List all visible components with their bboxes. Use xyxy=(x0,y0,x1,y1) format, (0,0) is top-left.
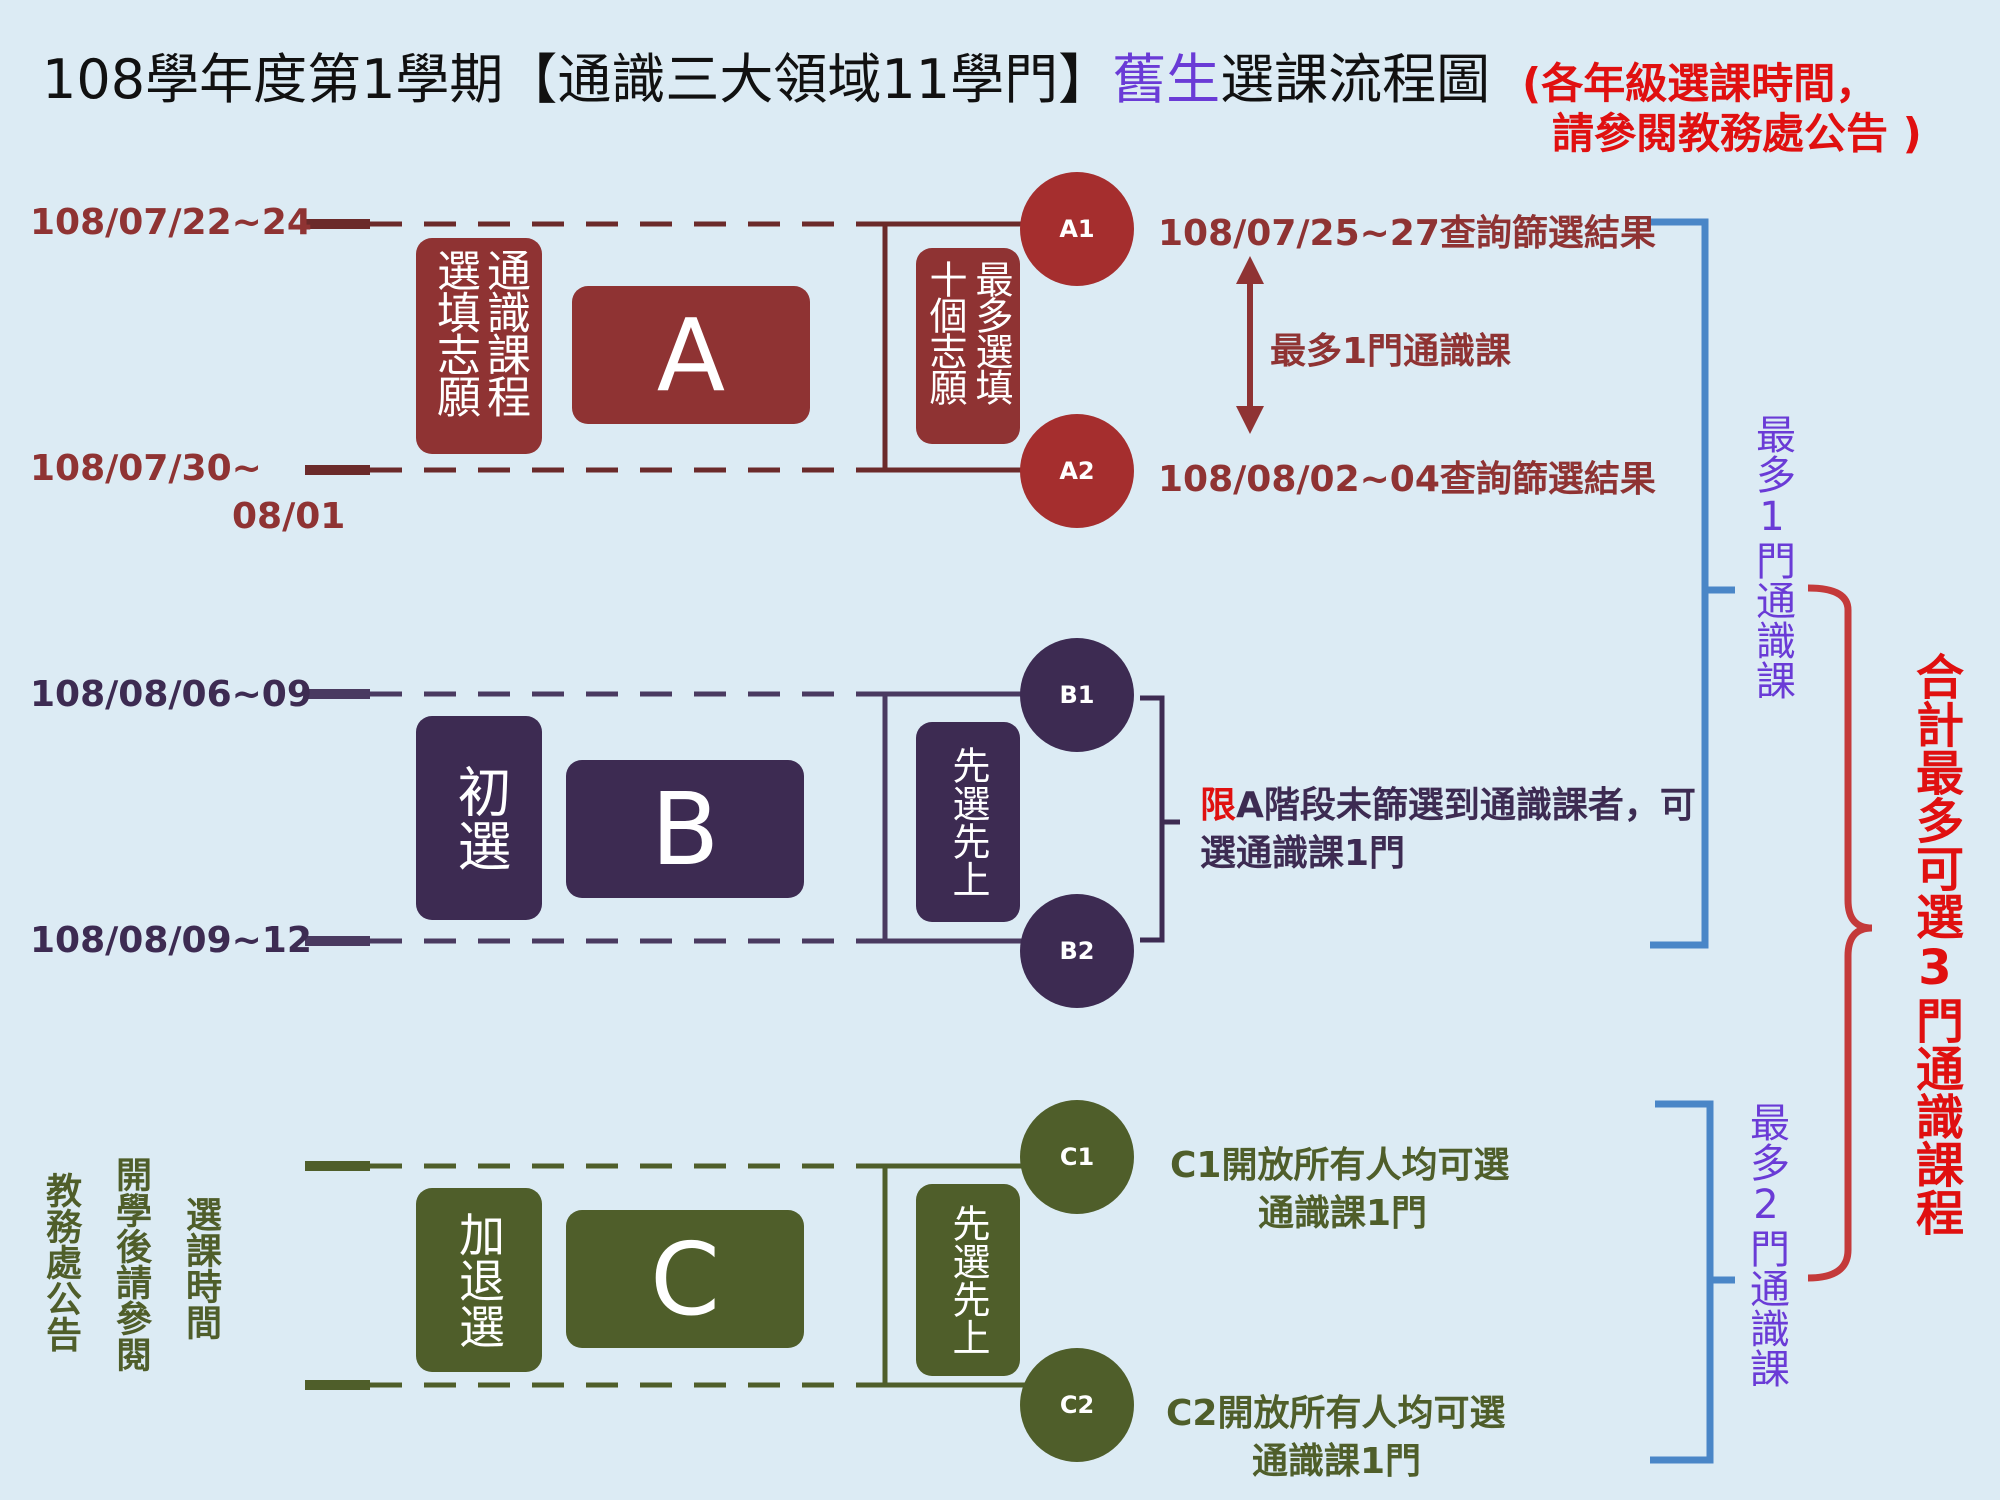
schedule-note-line2: 請參閱教務處公告 ) xyxy=(1552,109,1922,158)
stage-a-label-box: 通識課程選填志願 xyxy=(416,238,542,454)
stage-c-rule: 先選先上 xyxy=(946,1204,990,1356)
stage-b1-label: B1 xyxy=(1059,681,1095,709)
stage-c-info1-line1: C1開放所有人均可選 xyxy=(1170,1145,1510,1186)
stage-a-limit: 最多1門通識課 xyxy=(1270,331,1512,372)
stage-a1-label: A1 xyxy=(1059,215,1095,243)
stage-a-date-end-1: 108/07/30~ xyxy=(30,448,262,489)
stage-b-date-end: 108/08/09~12 xyxy=(30,920,312,961)
stage-b-label: 初選 xyxy=(448,764,511,872)
stage-c-info2-line2: 通識課1門 xyxy=(1252,1441,1422,1482)
stage-c-info2-line1: C2開放所有人均可選 xyxy=(1166,1393,1506,1434)
stage-b-letter: B xyxy=(650,770,720,888)
stage-a2-node: A2 xyxy=(1020,414,1134,528)
title-main: 108學年度第1學期【通識三大領域11學門】 xyxy=(42,48,1113,111)
stage-c-label: 加退選 xyxy=(452,1211,506,1349)
stage-c1-label: C1 xyxy=(1059,1143,1095,1171)
stage-a-label: 通識課程選填志願 xyxy=(429,248,530,416)
stage-c-time-col1: 選課時間 xyxy=(180,1196,221,1340)
stage-a-result-1: 108/07/25~27查詢篩選結果 xyxy=(1158,213,1656,254)
stage-b-rule-box: 先選先上 xyxy=(916,722,1020,922)
stage-c-label-box: 加退選 xyxy=(416,1188,542,1372)
stage-b-letter-box: B xyxy=(566,760,804,898)
stage-b-info-line1: 限A階段未篩選到通識課者，可 xyxy=(1200,776,1696,828)
stage-c-letter: C xyxy=(650,1220,720,1338)
page-title: 108學年度第1學期【通識三大領域11學門】舊生選課流程圖 xyxy=(42,44,1490,116)
schedule-note-line1: (各年級選課時間， xyxy=(1522,59,1878,108)
stage-b-info-line2: 選通識課1門 xyxy=(1200,833,1406,874)
bracket-ab-label: 最多1門通識課 xyxy=(1749,414,1795,700)
stage-a-result-2: 108/08/02~04查詢篩選結果 xyxy=(1158,459,1656,500)
stage-b-info-red: 限 xyxy=(1200,785,1237,826)
stage-b-rule: 先選先上 xyxy=(946,746,990,898)
stage-c-time-col2: 開學後請參閱 xyxy=(110,1156,151,1372)
stage-a-date-end-2: 08/01 xyxy=(232,496,346,537)
stage-b-label-box: 初選 xyxy=(416,716,542,920)
stage-a1-node: A1 xyxy=(1020,172,1134,286)
title-highlight: 舊生 xyxy=(1112,48,1221,111)
bracket-c-label: 最多2門通識課 xyxy=(1743,1102,1789,1388)
stage-c2-node: C2 xyxy=(1020,1348,1134,1462)
stage-b-date-start: 108/08/06~09 xyxy=(30,674,312,715)
stage-b1-node: B1 xyxy=(1020,638,1134,752)
stage-a-date-start: 108/07/22~24 xyxy=(30,202,312,243)
total-courses-label: 合計最多可選3門通識課程 xyxy=(1907,652,1963,1236)
stage-a-letter: A xyxy=(656,296,726,414)
stage-c-rule-box: 先選先上 xyxy=(916,1184,1020,1376)
stage-a-rule: 最多選填十個志願 xyxy=(923,260,1013,404)
stage-b-info-rest: A階段未篩選到通識課者，可 xyxy=(1236,785,1696,826)
stage-a-letter-box: A xyxy=(572,286,810,424)
stage-c-letter-box: C xyxy=(566,1210,804,1348)
stage-b2-label: B2 xyxy=(1059,937,1095,965)
stage-a-rule-box: 最多選填十個志願 xyxy=(916,248,1020,444)
stage-c2-label: C2 xyxy=(1059,1391,1095,1419)
title-tail: 選課流程圖 xyxy=(1220,48,1491,111)
stage-c-info1-line2: 通識課1門 xyxy=(1258,1193,1428,1234)
stage-b2-node: B2 xyxy=(1020,894,1134,1008)
stage-c-time-col3: 教務處公告 xyxy=(40,1172,81,1352)
stage-c1-node: C1 xyxy=(1020,1100,1134,1214)
stage-a2-label: A2 xyxy=(1059,457,1095,485)
